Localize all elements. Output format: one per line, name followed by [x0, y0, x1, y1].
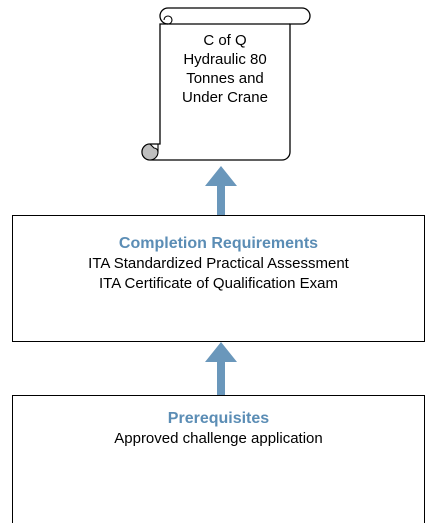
scroll-line: Hydraulic 80 — [183, 51, 267, 68]
scroll-line: Under Crane — [182, 89, 268, 106]
prerequisites-item: Approved challenge application — [114, 430, 323, 447]
prerequisites-box: Prerequisites Approved challenge applica… — [12, 395, 425, 523]
completion-title: Completion Requirements — [118, 235, 319, 252]
completion-item: ITA Certificate of Qualification Exam — [99, 275, 338, 292]
certificate-scroll: C of Q Hydraulic 80 Tonnes and Under Cra… — [140, 4, 312, 168]
arrow-up-icon — [205, 166, 237, 215]
arrow-up-icon — [205, 342, 237, 395]
scroll-shape — [141, 7, 311, 161]
scroll-text: C of Q Hydraulic 80 Tonnes and Under Cra… — [160, 31, 290, 107]
completion-item: ITA Standardized Practical Assessment — [88, 255, 349, 272]
prerequisites-title: Prerequisites — [167, 410, 270, 427]
scroll-line: C of Q — [203, 32, 247, 49]
completion-requirements-box: Completion Requirements ITA Standardized… — [12, 215, 425, 342]
scroll-line: Tonnes and — [186, 70, 264, 87]
